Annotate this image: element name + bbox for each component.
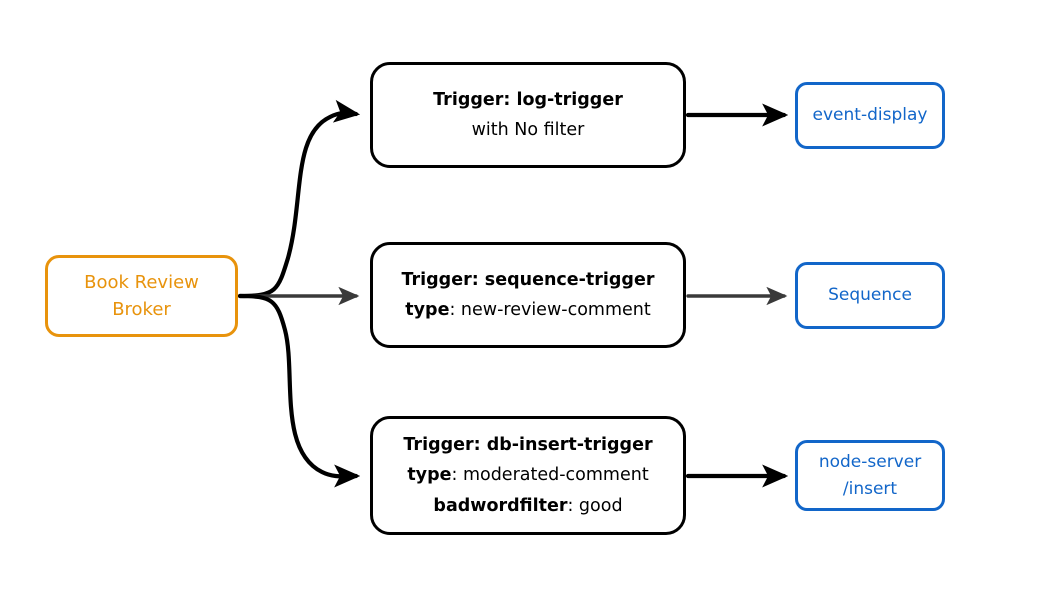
trigger-detail-key-dbinsert-type: type xyxy=(407,465,452,486)
node-book-review-broker[interactable]: Book Review Broker xyxy=(45,255,238,337)
node-sink-node-server-insert[interactable]: node-server /insert xyxy=(795,440,945,511)
trigger-detail-val-sequence: : new-review-comment xyxy=(449,300,651,320)
node-trigger-log-trigger[interactable]: Trigger: log-trigger with No filter xyxy=(370,62,686,168)
trigger-detail-val-dbinsert-type: : moderated-comment xyxy=(451,465,649,486)
trigger-title-dbinsert: Trigger: db-insert-trigger xyxy=(403,430,652,460)
broker-label-line-1: Book Review xyxy=(84,271,199,293)
trigger-detail-key-sequence: type xyxy=(405,300,450,320)
edge-broker-to-log-trigger xyxy=(237,99,361,299)
sink-label-event-display: event-display xyxy=(812,105,928,126)
sink-label-node-server-line-1: node-server xyxy=(818,452,922,473)
broker-label-line-2: Broker xyxy=(112,299,171,320)
trigger-title-log: Trigger: log-trigger xyxy=(433,85,623,115)
edge-broker-to-db-insert-trigger xyxy=(237,293,361,488)
trigger-detail-key-dbinsert-filter: badwordfilter xyxy=(433,495,568,516)
node-trigger-sequence-trigger[interactable]: Trigger: sequence-trigger type: new-revi… xyxy=(370,242,686,348)
node-sink-sequence[interactable]: Sequence xyxy=(795,262,945,329)
trigger-detail-val-dbinsert-filter: : good xyxy=(567,495,623,516)
trigger-title-bold-log: Trigger: log-trigger xyxy=(433,89,623,110)
trigger-title-bold-sequence: Trigger: sequence-trigger xyxy=(401,269,655,290)
trigger-title-bold-dbinsert: Trigger: db-insert-trigger xyxy=(403,435,653,456)
trigger-detail-dbinsert-type: type: moderated-comment xyxy=(407,460,648,490)
sink-label-sequence: Sequence xyxy=(828,285,912,306)
node-sink-event-display[interactable]: event-display xyxy=(795,82,945,149)
trigger-detail-dbinsert-filter: badwordfilter: good xyxy=(433,491,622,521)
node-trigger-db-insert-trigger[interactable]: Trigger: db-insert-trigger type: moderat… xyxy=(370,416,686,535)
sink-label-node-server-line-2: /insert xyxy=(842,478,898,499)
trigger-detail-sequence: type: new-review-comment xyxy=(405,295,650,325)
trigger-detail-log: with No filter xyxy=(472,115,585,145)
trigger-title-sequence: Trigger: sequence-trigger xyxy=(402,265,655,295)
trigger-detail-rest-log: with No filter xyxy=(471,120,585,140)
